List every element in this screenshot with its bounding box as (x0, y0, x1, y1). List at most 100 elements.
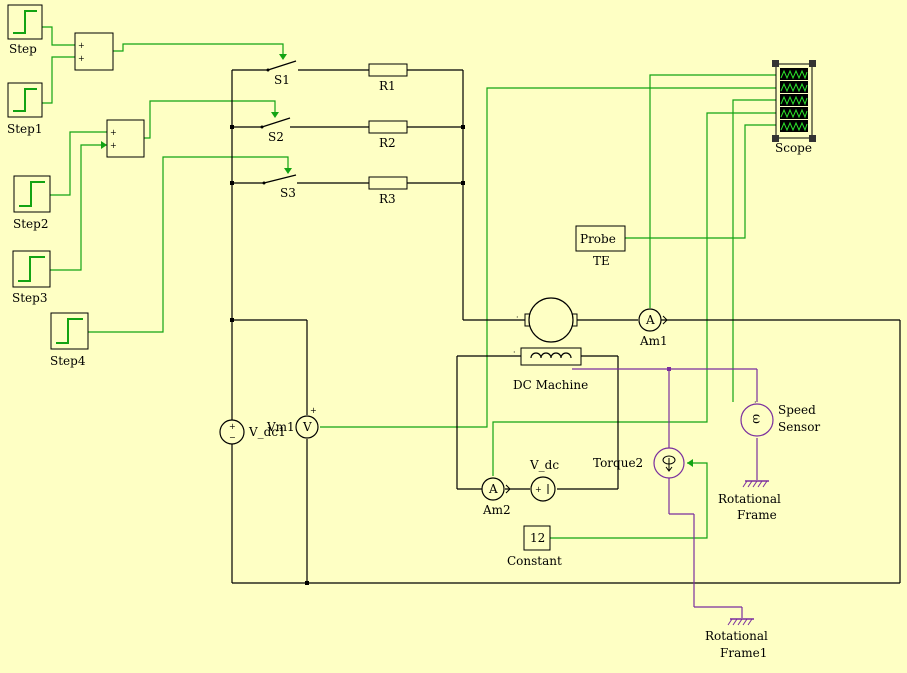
scope-handle-br[interactable] (809, 135, 816, 142)
am2-glyph: A (488, 482, 498, 496)
dc-source-v-dc[interactable]: + V_dc (529, 458, 559, 502)
resistor-r1[interactable]: R1 (368, 63, 408, 93)
scope-block[interactable]: Scope (772, 60, 816, 155)
dc-voltage-source-icon (219, 419, 245, 445)
constant-value: 12 (530, 531, 545, 545)
switch-s3[interactable]: S3 (262, 174, 297, 200)
wire-probe-to-scope (625, 124, 776, 239)
am1-glyph: A (645, 313, 655, 327)
step2-label: Step2 (13, 217, 48, 231)
rotational-frame-icon (742, 480, 769, 488)
resistor-r3[interactable]: R3 (368, 176, 408, 206)
v-dc1-plus: + (229, 422, 236, 431)
junction-nodes (230, 125, 671, 585)
ammeter-icon (481, 477, 505, 501)
wire-speed-to-scope (732, 99, 776, 402)
wire-step3-to-sum2 (50, 144, 107, 271)
am2-label: Am2 (482, 503, 511, 517)
probe-label: Probe (580, 232, 616, 246)
vm1-label: Vm1 (266, 420, 295, 434)
rotational-frame-label-1: Rotational (718, 492, 781, 506)
step-signal-icon (13, 10, 37, 34)
switch-s2[interactable]: S2 (260, 117, 291, 144)
speed-sensor-label-2: Sensor (778, 420, 820, 434)
dc-machine[interactable]: · · DC Machine (513, 297, 588, 392)
r1-label: R1 (379, 79, 396, 93)
wire-am1-to-scope (649, 74, 776, 308)
scope-handle-tr[interactable] (809, 60, 816, 67)
sum-block-2[interactable]: + + (106, 119, 145, 158)
dc-voltage-source-icon (530, 476, 556, 502)
voltmeter-icon (295, 415, 319, 439)
wire-constant-to-torque (550, 462, 708, 539)
s1-label: S1 (274, 73, 290, 87)
scope-label: Scope (775, 141, 812, 155)
speed-sensor-label-1: Speed (778, 403, 816, 417)
vm1-plus: + (310, 406, 317, 415)
wire-constant-to-torque-arrow (687, 459, 693, 467)
sum-block-1[interactable]: + + (74, 32, 114, 71)
switch-s1[interactable]: S1 (266, 60, 297, 87)
step-block[interactable]: Step (7, 4, 43, 56)
dc-source-v-dc1[interactable]: + − V_dc1 (219, 419, 286, 445)
wire-step3-to-sum2-arrow (101, 141, 107, 149)
torque2-label: Torque2 (593, 456, 643, 470)
wire-step4-to-s3-arrow (284, 168, 292, 174)
ammeter-am1[interactable]: A Am1 (638, 308, 668, 348)
scope-icon (780, 68, 808, 132)
resistor-r2[interactable]: R2 (368, 120, 408, 150)
sum2-plus-a: + (110, 128, 117, 137)
v-dc1-label: V_dc1 (248, 425, 286, 439)
electrical-wires (231, 69, 901, 584)
speed-sensor[interactable]: ω · Speed Sensor (740, 398, 820, 437)
step4-block[interactable]: Step4 (50, 312, 89, 368)
v-dc1-minus: − (229, 433, 236, 442)
s2-label: S2 (268, 130, 284, 144)
v-dc-plus: + (535, 485, 542, 494)
step1-block[interactable]: Step1 (7, 82, 43, 136)
scope-handle-bl[interactable] (772, 135, 779, 142)
step-label: Step (9, 42, 37, 56)
wire-sum2-to-s2-arrow (271, 112, 279, 118)
step4-label: Step4 (50, 354, 86, 368)
step-signal-icon (19, 181, 45, 207)
r3-label: R3 (379, 192, 396, 206)
dc-machine-dot-a: · (516, 313, 519, 322)
ammeter-icon (638, 308, 662, 332)
ammeter-am2[interactable]: A Am2 (481, 477, 511, 517)
dc-machine-dot-b: · (513, 348, 516, 357)
vm1-glyph: V (302, 420, 312, 434)
rotational-frame1-label-1: Rotational (705, 629, 768, 643)
constant-block[interactable]: 12 Constant (507, 525, 562, 568)
r2-label: R2 (379, 136, 396, 150)
wire-step4-to-s3 (88, 156, 289, 333)
step-signal-icon (18, 256, 45, 282)
s3-label: S3 (280, 186, 296, 200)
sum2-plus-b: + (110, 141, 117, 150)
probe-te-label: TE (593, 254, 610, 268)
rotational-frame[interactable]: Rotational Frame (718, 480, 781, 522)
rotational-frame-label-2: Frame (737, 508, 777, 522)
voltmeter-vm1[interactable]: V + Vm1 (266, 406, 319, 439)
wire-sum2-to-s2 (144, 100, 276, 139)
torque-source-torque2[interactable]: Torque2 (593, 447, 685, 479)
rotational-frame1-label-2: Frame1 (720, 646, 767, 660)
signal-wires (42, 26, 776, 539)
speed-sensor-dot: · (754, 398, 757, 407)
speed-omega-glyph: ω (750, 414, 764, 424)
probe-block[interactable]: Probe TE (575, 225, 626, 268)
wire-step1-to-sum1 (42, 56, 75, 104)
step-signal-icon (56, 318, 83, 344)
mechanical-wires (572, 368, 758, 618)
scope-handle-tl[interactable] (772, 60, 779, 67)
wire-sum1-to-s1-arrow (279, 54, 287, 60)
v-dc-label: V_dc (529, 458, 559, 472)
wire-step2-to-sum2 (50, 131, 107, 196)
step2-block[interactable]: Step2 (13, 175, 51, 231)
dc-machine-label: DC Machine (513, 378, 588, 392)
step3-label: Step3 (12, 291, 47, 305)
rotational-frame1[interactable]: Rotational Frame1 (705, 618, 768, 660)
wire-vm1-to-scope (320, 87, 776, 428)
step3-block[interactable]: Step3 (12, 250, 51, 305)
